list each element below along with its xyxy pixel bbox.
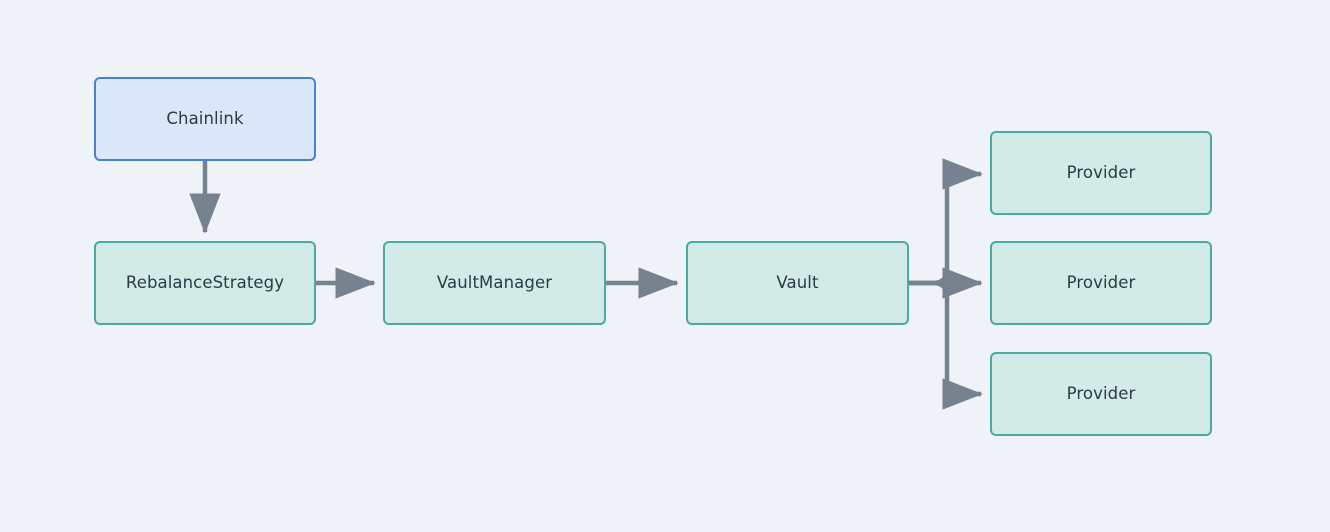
node-provider-middle-label: Provider [1066, 272, 1136, 292]
node-rebalance-strategy[interactable]: RebalanceStrategy [94, 241, 316, 325]
edge-vault-to-provider-bottom [909, 280, 983, 410]
node-vault[interactable]: Vault [686, 241, 909, 325]
node-vault-manager[interactable]: VaultManager [383, 241, 606, 325]
node-provider-top[interactable]: Provider [990, 131, 1212, 215]
node-rebalance-strategy-label: RebalanceStrategy [125, 272, 285, 292]
node-vault-manager-label: VaultManager [436, 272, 553, 292]
node-provider-bottom[interactable]: Provider [990, 352, 1212, 436]
edge-vault-to-provider-top [909, 158, 983, 286]
node-chainlink-label: Chainlink [166, 108, 244, 128]
node-provider-middle[interactable]: Provider [990, 241, 1212, 325]
node-vault-label: Vault [776, 272, 819, 292]
node-provider-top-label: Provider [1066, 162, 1136, 182]
node-chainlink[interactable]: Chainlink [94, 77, 316, 161]
node-provider-bottom-label: Provider [1066, 383, 1136, 403]
